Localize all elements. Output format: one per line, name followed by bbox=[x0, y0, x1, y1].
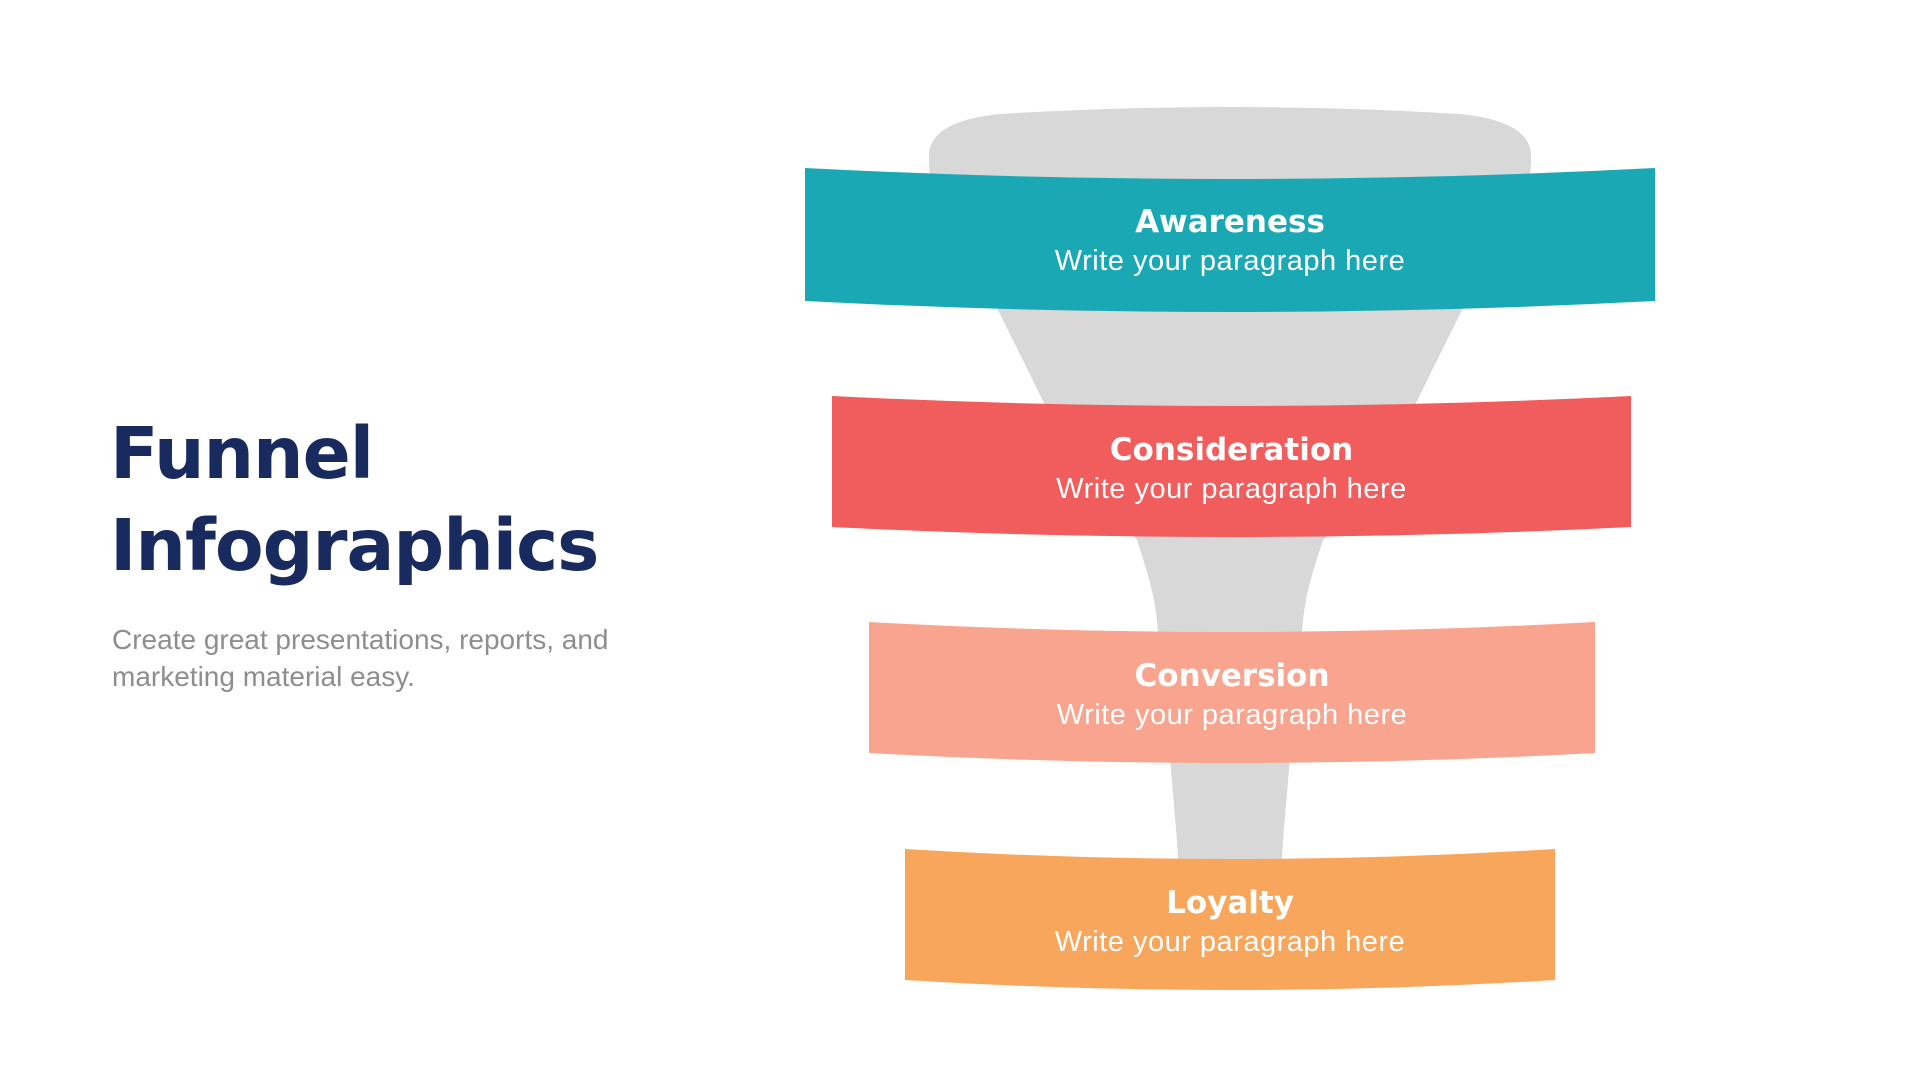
stage-description-consideration: Write your paragraph here bbox=[1056, 473, 1407, 505]
stage-label-loyalty: Loyalty bbox=[1166, 885, 1294, 921]
stage-label-consideration: Consideration bbox=[1109, 432, 1354, 468]
funnel-stage-loyalty: Loyalty Write your paragraph here bbox=[905, 883, 1555, 961]
funnel-stage-band-loyalty bbox=[905, 849, 1555, 990]
funnel-stage-awareness: Awareness Write your paragraph here bbox=[805, 202, 1655, 280]
funnel-stage-conversion: Conversion Write your paragraph here bbox=[869, 656, 1595, 734]
funnel-stage-band-consideration bbox=[832, 396, 1631, 537]
funnel-stage-consideration: Consideration Write your paragraph here bbox=[832, 430, 1631, 508]
page-subtitle: Create great presentations, reports, and… bbox=[112, 624, 609, 692]
stage-label-conversion: Conversion bbox=[1134, 658, 1330, 694]
stage-label-awareness: Awareness bbox=[1135, 204, 1325, 240]
page-title: Funnel Infographics bbox=[110, 412, 599, 588]
funnel-stage-band-conversion bbox=[869, 622, 1595, 763]
stage-description-loyalty: Write your paragraph here bbox=[1054, 926, 1406, 958]
stage-description-awareness: Write your paragraph here bbox=[1054, 245, 1406, 277]
funnel-stage-band-awareness bbox=[805, 168, 1655, 312]
stage-description-conversion: Write your paragraph here bbox=[1056, 699, 1408, 731]
